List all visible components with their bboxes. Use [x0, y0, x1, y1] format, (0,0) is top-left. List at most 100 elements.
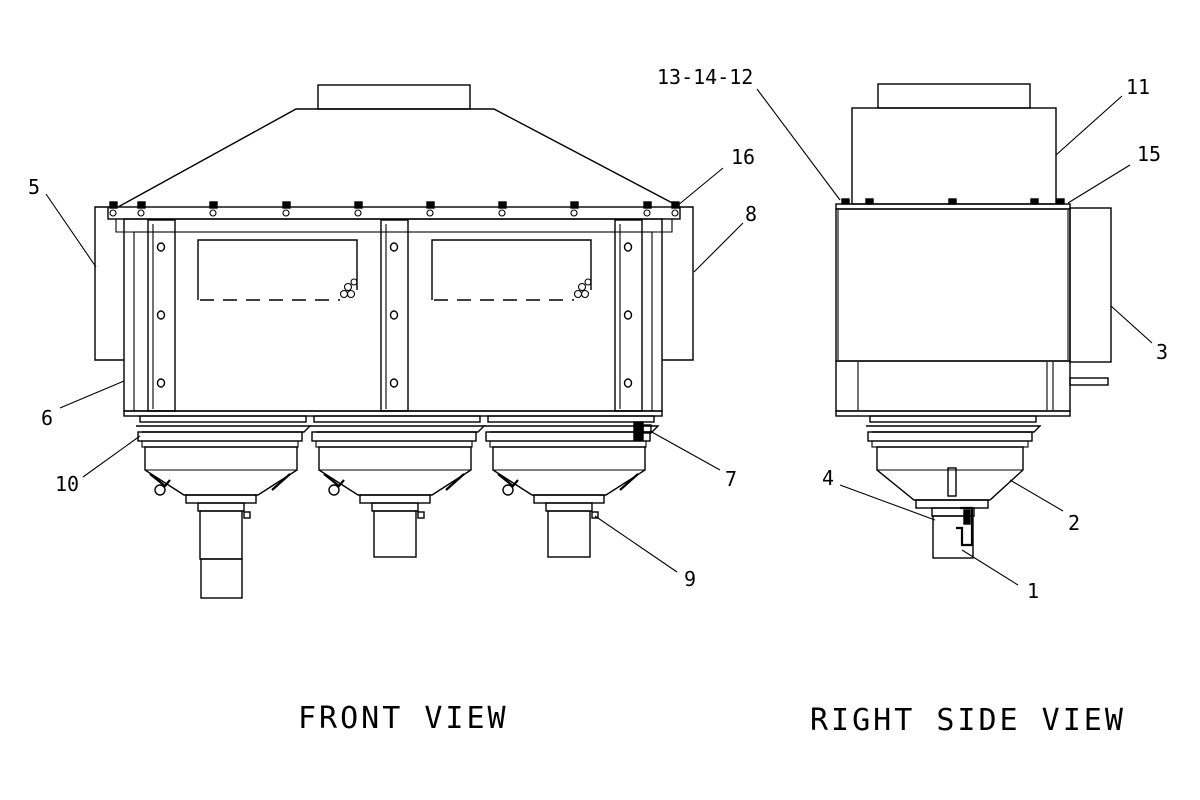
hopper-sleeve-clamp [417, 511, 425, 519]
side-hopper-collar [869, 415, 1037, 423]
bolt [1030, 198, 1039, 205]
side-upper-box [851, 107, 1057, 205]
hopper-ring [484, 425, 660, 433]
hopper-ring [136, 425, 312, 433]
hopper-latch-left [149, 473, 171, 488]
side-top-inlet [877, 83, 1031, 109]
strap-hole [389, 242, 399, 252]
callout-9: 9 [684, 567, 696, 591]
hopper-outlet-flange [185, 494, 257, 504]
hopper-collar [139, 415, 307, 423]
bolt [643, 201, 652, 209]
door-right-knob [577, 282, 587, 292]
front-access-doors [197, 239, 592, 301]
hopper-sleeve-upper [545, 502, 593, 512]
front-inner-frame [133, 231, 653, 412]
front-top-inlet [317, 84, 471, 110]
callout-3: 3 [1156, 340, 1168, 364]
front-bottom-flange [123, 410, 663, 417]
side-leader-lines [756, 88, 1153, 586]
door-left-knob [339, 289, 349, 299]
side-lower-housing [835, 360, 1071, 412]
side-hopper-band [871, 440, 1029, 448]
door-left-outline [197, 239, 358, 300]
hopper-extension [200, 558, 243, 599]
strap-left [147, 219, 176, 412]
front-view-title: FRONT VIEW [298, 701, 509, 736]
hopper-handle-knob [642, 424, 652, 434]
front-flange-lip [115, 219, 673, 233]
hopper-latch-left [323, 473, 345, 488]
bolt [426, 201, 435, 209]
callout-6: 6 [41, 406, 53, 430]
leader-6 [59, 380, 125, 409]
side-box [1069, 207, 1112, 363]
leader-8 [693, 222, 744, 273]
bolt-washer [209, 209, 217, 217]
front-view: 5 6 10 16 8 7 9 FRONT VIEW [28, 84, 757, 736]
door-right-knob [573, 289, 583, 299]
leader-3 [1110, 305, 1153, 344]
front-hopper-2 [310, 415, 486, 558]
strap-hole [623, 310, 633, 320]
side-hopper-ring-lower [867, 431, 1033, 442]
hopper-caster [328, 484, 340, 496]
hopper-sleeve [199, 510, 243, 560]
bolt [354, 201, 363, 209]
callout-1: 1 [1027, 579, 1039, 603]
bolt-washer [109, 209, 117, 217]
side-top-flange [835, 203, 1071, 210]
callout-4: 4 [822, 466, 834, 490]
hopper-ring-lower [311, 431, 477, 442]
leader-2 [1009, 479, 1064, 512]
callout-8: 8 [745, 202, 757, 226]
front-leader-lines [45, 167, 744, 573]
leader-1 [961, 549, 1019, 586]
hopper-sleeve [373, 510, 417, 558]
right-side-view: 13-14-12 11 15 3 2 4 1 RIGHT SIDE VIEW [657, 65, 1168, 738]
leader-5 [45, 193, 97, 268]
hopper-handle [633, 421, 644, 441]
hopper-ring-band [489, 440, 647, 448]
hopper-sleeve [547, 510, 591, 558]
side-main-housing [835, 208, 1071, 362]
side-pipe-stub [1069, 377, 1109, 386]
callout-15: 15 [1137, 142, 1161, 166]
bolt [1056, 198, 1065, 205]
leader-4 [839, 484, 936, 521]
hopper-sleeve-clamp [243, 511, 251, 519]
strap-hole [623, 378, 633, 388]
front-main-housing [123, 218, 663, 412]
strap-hole [623, 242, 633, 252]
front-flange-bolts [109, 201, 680, 217]
hopper-latch-right [445, 473, 465, 491]
bolt [865, 198, 874, 205]
hopper-collar [313, 415, 481, 423]
bolt [498, 201, 507, 209]
front-straps [147, 219, 643, 412]
hopper-caster [154, 484, 166, 496]
bolt [282, 201, 291, 209]
front-top-flange [107, 206, 681, 220]
leader-16 [676, 167, 724, 207]
hopper-ring-band [141, 440, 299, 448]
bolt [109, 201, 118, 209]
bolt-washer [354, 209, 362, 217]
side-hopper-ring [866, 425, 1042, 433]
leader-7 [649, 430, 721, 471]
hopper-caster [502, 484, 514, 496]
bolt-washer [570, 209, 578, 217]
front-right-panel [662, 206, 694, 361]
callout-16: 16 [731, 145, 755, 169]
strap-hole [156, 242, 166, 252]
hopper-collar [487, 415, 655, 423]
callout-13-14-12: 13-14-12 [657, 65, 753, 89]
hopper-outlet-flange [359, 494, 431, 504]
hopper-latch-right [619, 473, 639, 491]
hopper-sleeve-upper [371, 502, 419, 512]
side-outlet-clamp [956, 506, 974, 547]
right-side-view-title: RIGHT SIDE VIEW [810, 703, 1126, 738]
bolt-washer [643, 209, 651, 217]
bolt-washer [498, 209, 506, 217]
